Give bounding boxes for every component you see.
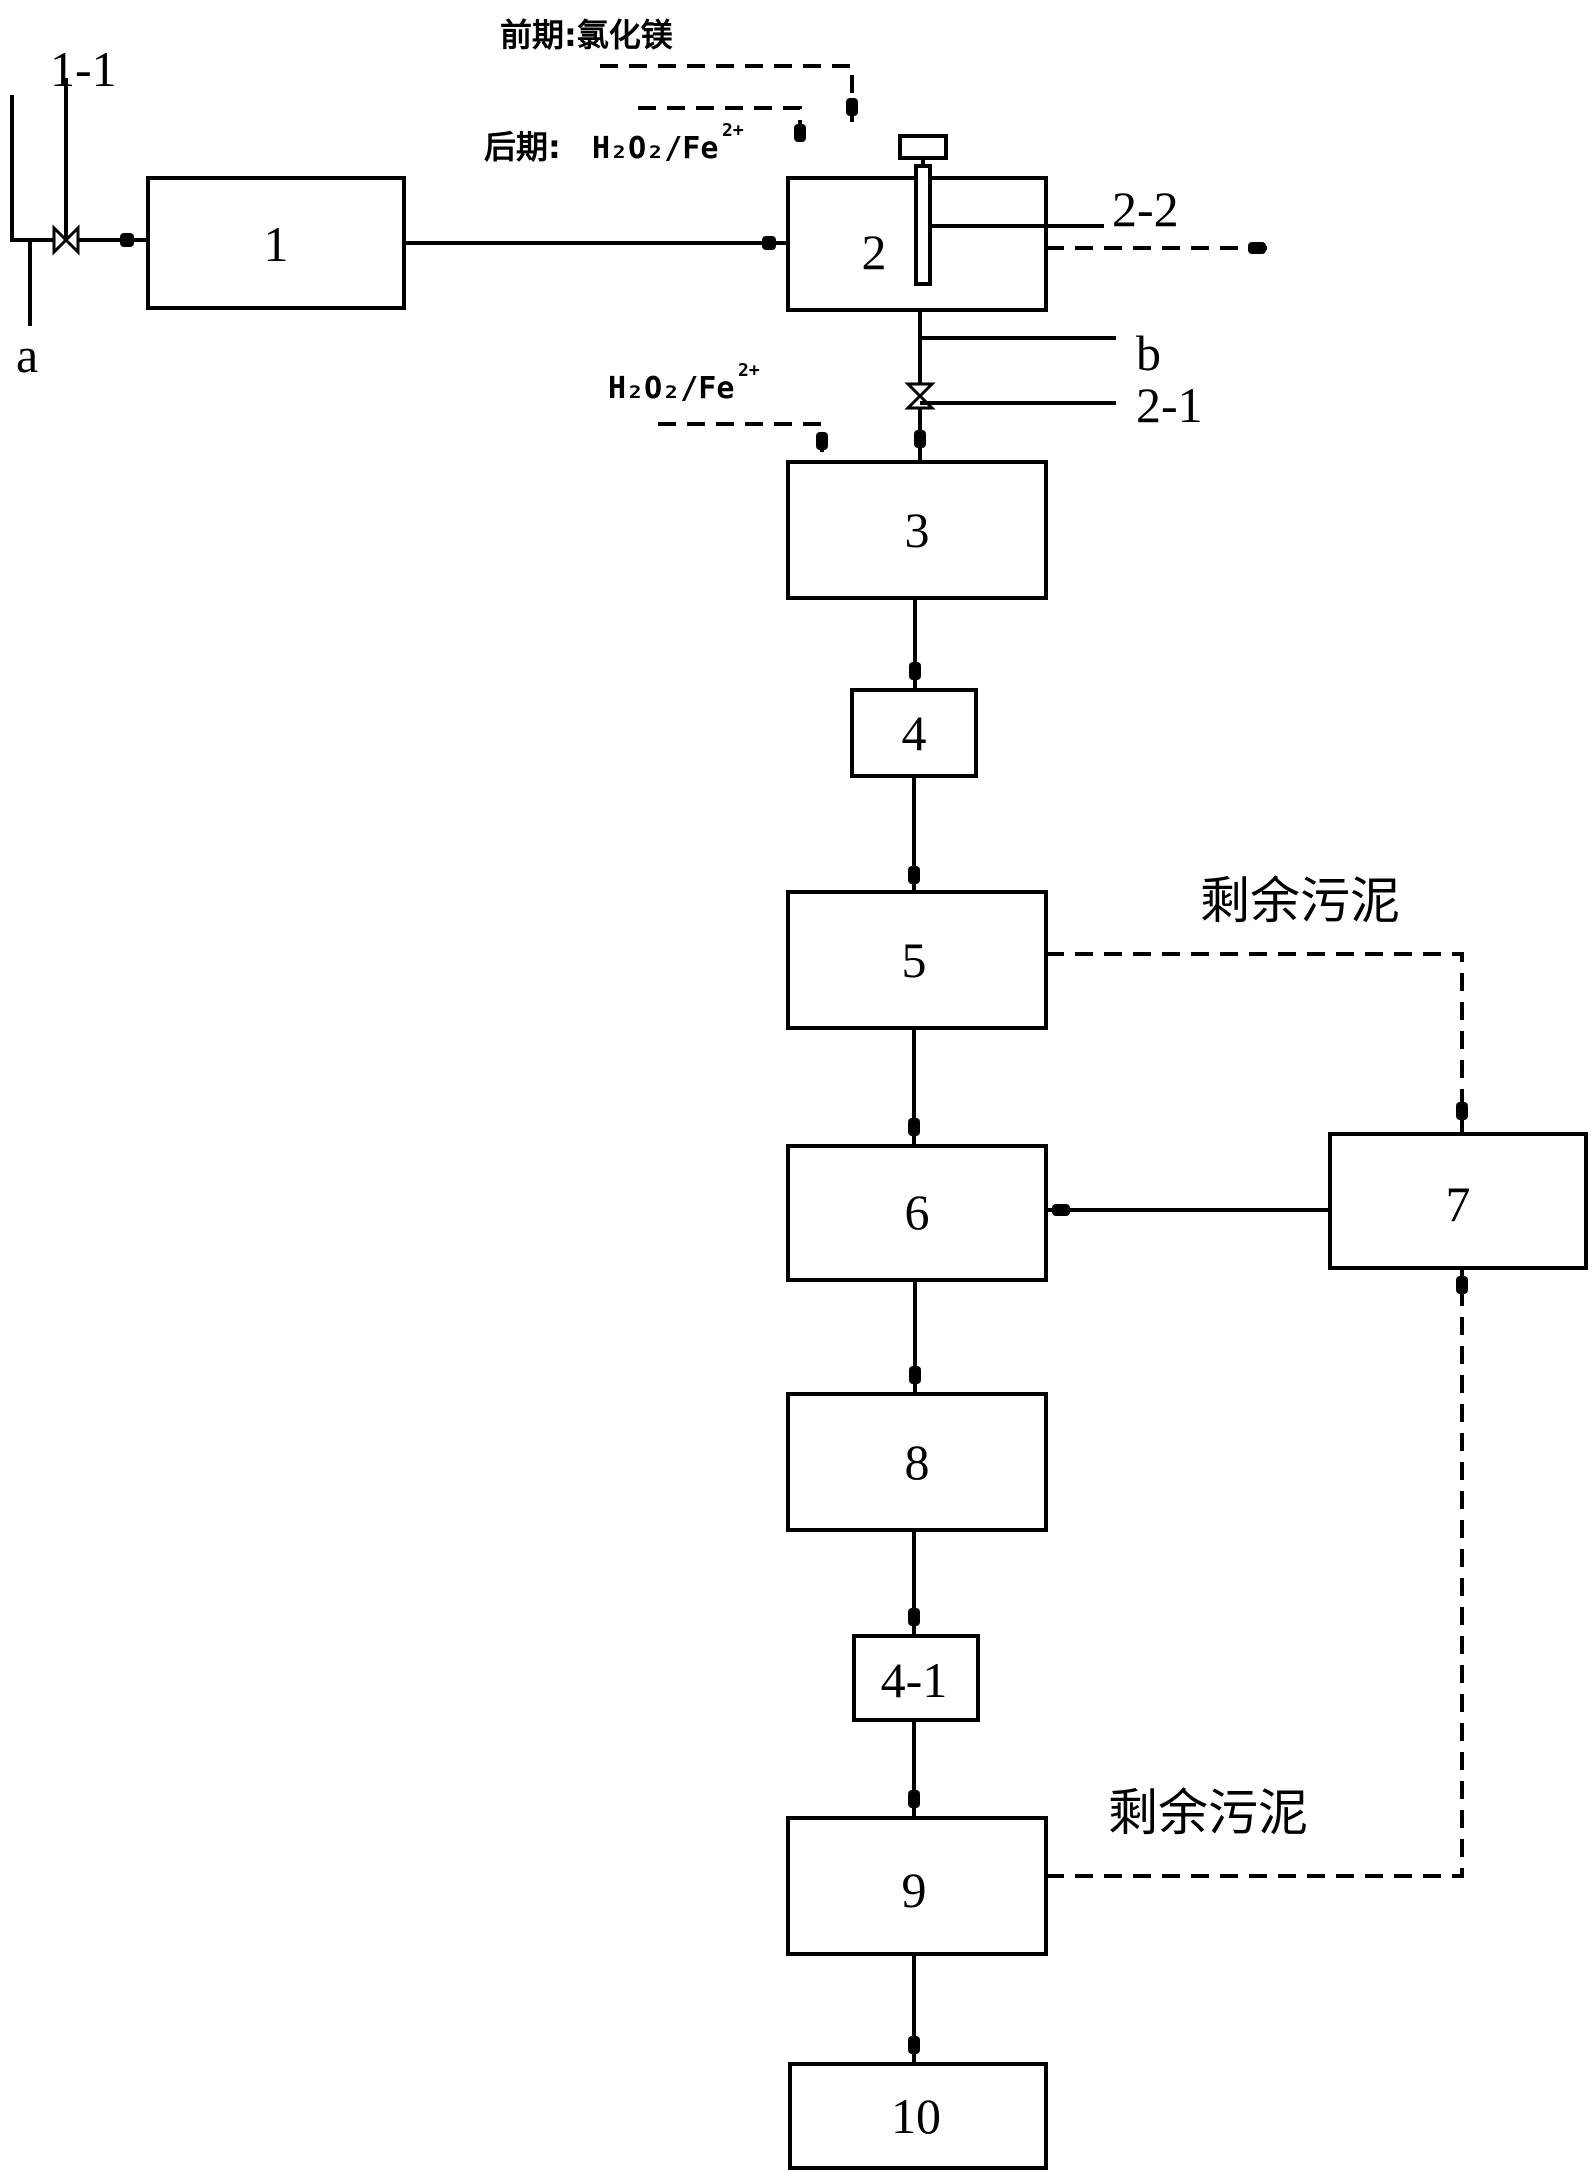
process-box-8	[786, 1392, 1048, 1532]
arrow-sludge-into-box-7-top	[1456, 1102, 1468, 1120]
inlet-a-label: a	[16, 327, 38, 383]
process-box-7-label: 7	[1446, 1176, 1471, 1232]
process-box-4	[850, 688, 978, 778]
valve-1-1-icon	[52, 224, 80, 256]
process-box-6-label: 6	[905, 1184, 930, 1240]
process-box-10	[788, 2062, 1048, 2170]
arrow-sludge-into-box-7-bottom	[1456, 1276, 1468, 1294]
arrow-reagent-box-3	[816, 432, 828, 450]
box-2-outlet-arrow	[1248, 242, 1266, 254]
arrow-into-box-1	[120, 233, 134, 247]
process-box-3-label: 3	[905, 502, 930, 558]
arrow-late-dosing	[794, 124, 806, 142]
arrow-into-box-2	[762, 236, 776, 250]
excess-sludge-label-lower: 剩余污泥	[1108, 1784, 1308, 1842]
process-box-5-label: 5	[902, 932, 927, 988]
valve-2-1-label: 2-1	[1136, 377, 1203, 433]
reagent-box-3-charge: 2+	[738, 360, 760, 381]
excess-sludge-label-upper: 剩余污泥	[1200, 872, 1400, 930]
arrow-into-box-4	[909, 662, 921, 680]
valve-1-1-label: 1-1	[50, 41, 117, 97]
arrow-into-box-4-1	[908, 1608, 920, 1626]
arrow-into-box-8	[909, 1366, 921, 1384]
arrow-into-box-6	[908, 1118, 920, 1136]
process-box-4-1-label: 4-1	[881, 1652, 948, 1708]
process-box-1-label: 1	[264, 216, 289, 272]
early-stage-dosing-label: 前期:氯化镁	[500, 16, 673, 54]
reagent-box-3-formula: H₂O₂/Fe	[608, 371, 734, 406]
process-box-6	[786, 1144, 1048, 1282]
process-box-10-label: 10	[891, 2088, 941, 2144]
arrow-into-box-3	[914, 430, 926, 448]
late-stage-prefix: 后期:	[484, 128, 561, 166]
early-stage-dosing-line	[600, 64, 854, 122]
process-box-2-label: 2	[862, 224, 887, 280]
process-box-1	[146, 176, 406, 310]
late-stage-reagent: H₂O₂/Fe	[592, 131, 718, 166]
process-box-5	[786, 890, 1048, 1030]
arrow-into-box-10	[908, 2036, 920, 2054]
excess-sludge-line-upper	[1046, 952, 1464, 1132]
arrow-early-dosing	[846, 98, 858, 116]
process-box-9-label: 9	[902, 1862, 927, 1918]
late-stage-reagent-charge: 2+	[722, 120, 744, 141]
reagent-box-3-dosing-line	[658, 422, 824, 462]
process-box-7	[1328, 1132, 1588, 1270]
process-box-3	[786, 460, 1048, 600]
process-box-9	[786, 1816, 1048, 1956]
arrow-into-box-6-side	[1052, 1204, 1070, 1216]
excess-sludge-line-lower	[1046, 1270, 1464, 1878]
arrow-into-box-9	[908, 1790, 920, 1808]
arrow-into-box-5	[908, 866, 920, 884]
process-box-8-label: 8	[905, 1434, 930, 1490]
probe-2-2-label: 2-2	[1112, 181, 1179, 237]
process-box-4-label: 4	[902, 705, 927, 761]
tap-b-label: b	[1136, 325, 1161, 381]
